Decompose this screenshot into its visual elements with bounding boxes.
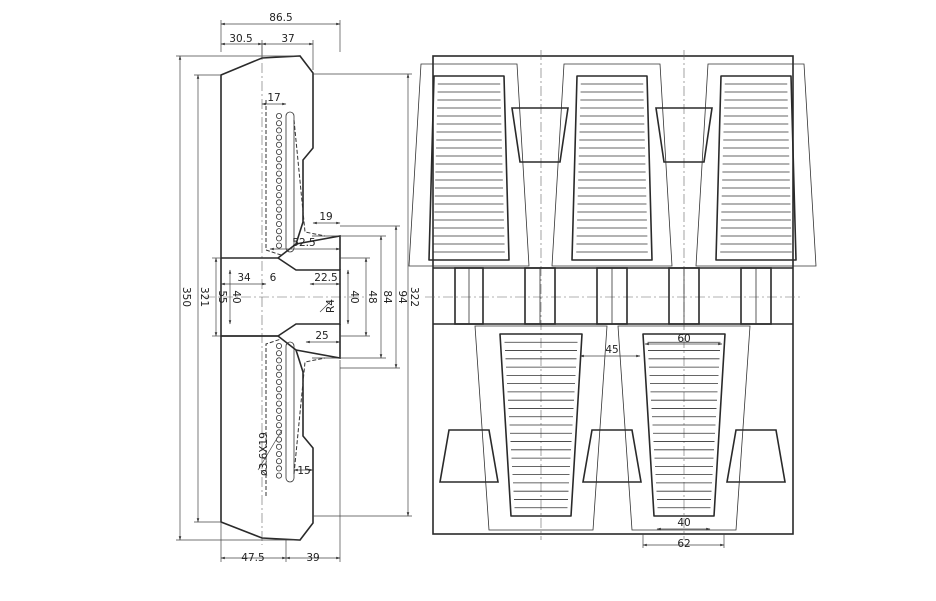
side-view: 86.5 30.5 37 17 19 52.5 34 6 22.5 R4 25 … xyxy=(176,12,420,564)
upper-lug xyxy=(715,75,797,261)
lower-lugs xyxy=(439,325,786,531)
steel-cord xyxy=(275,235,282,242)
steel-cord xyxy=(275,458,282,465)
steel-cord xyxy=(275,220,282,227)
steel-cord xyxy=(275,443,282,450)
steel-cord xyxy=(275,156,282,163)
plan-outline xyxy=(432,55,794,535)
steel-cord xyxy=(275,350,282,357)
dim-height-40-left: 40 xyxy=(230,290,242,303)
steel-cord xyxy=(275,414,282,421)
steel-cord xyxy=(275,170,282,177)
steel-cord xyxy=(275,393,282,400)
steel-cord xyxy=(275,141,282,148)
dim-height-322: 322 xyxy=(408,287,420,307)
dim-height-350: 350 xyxy=(180,287,192,307)
steel-cord xyxy=(275,113,282,120)
steel-cord xyxy=(275,127,282,134)
steel-cord xyxy=(275,378,282,385)
dim-guide-small: 6 xyxy=(270,272,277,284)
dim-height-55: 55 xyxy=(216,290,228,303)
steel-cord xyxy=(275,148,282,155)
dim-height-84: 84 xyxy=(381,290,393,304)
steel-cord xyxy=(275,192,282,199)
steel-cord xyxy=(275,407,282,414)
steel-cord xyxy=(275,472,282,479)
dim-guide-left: 34 xyxy=(237,272,251,284)
dim-guide-mid: 22.5 xyxy=(314,272,337,284)
dim-left-segment: 30.5 xyxy=(229,33,252,45)
lower-lug-frame xyxy=(474,325,608,531)
lower-lug xyxy=(499,333,583,517)
dim-bottom-right: 39 xyxy=(306,552,319,564)
dim-plan-40: 40 xyxy=(677,517,690,529)
dim-lug-height: 19 xyxy=(319,211,332,223)
steel-cord xyxy=(275,206,282,213)
steel-cord xyxy=(275,134,282,141)
dim-height-94: 94 xyxy=(396,290,408,304)
steel-cord xyxy=(275,386,282,393)
upper-lug xyxy=(428,75,510,261)
dim-bottom-offset: 15 xyxy=(297,465,310,477)
dim-plan-45: 45 xyxy=(605,344,618,356)
upper-lug-frame xyxy=(551,63,673,267)
dim-plan-60: 60 xyxy=(677,333,690,345)
steel-cord xyxy=(275,371,282,378)
dim-right-segment: 37 xyxy=(281,33,294,45)
steel-cord xyxy=(275,400,282,407)
upper-lugs xyxy=(408,63,817,267)
steel-cords xyxy=(275,113,282,479)
steel-cord xyxy=(275,342,282,349)
dim-height-321: 321 xyxy=(198,287,210,307)
dim-overall-width: 86.5 xyxy=(269,12,292,24)
steel-cord xyxy=(275,177,282,184)
dim-height-40-right: 40 xyxy=(348,290,360,303)
dim-bottom-left: 47.5 xyxy=(241,552,264,564)
upper-lug-frame xyxy=(408,63,530,267)
dim-height-48: 48 xyxy=(366,290,378,303)
lower-lug xyxy=(642,333,726,517)
upper-lug xyxy=(571,75,653,261)
lower-lug-frame xyxy=(617,325,751,531)
steel-cord xyxy=(275,465,282,472)
dim-radius: R4 xyxy=(325,299,337,313)
upper-lug-frame xyxy=(695,63,817,267)
lower-wedge-block xyxy=(582,429,642,483)
steel-cord xyxy=(275,242,282,249)
guide-blocks xyxy=(454,267,772,325)
lower-wedge-block xyxy=(439,429,499,483)
steel-cord xyxy=(275,450,282,457)
upper-wedge-block xyxy=(511,107,569,163)
dim-guide-bottom: 25 xyxy=(315,330,328,342)
steel-cord xyxy=(275,422,282,429)
guide-link-outline xyxy=(220,257,341,337)
steel-cord xyxy=(275,199,282,206)
dim-guide-top: 52.5 xyxy=(292,237,315,249)
lower-wedge-block xyxy=(726,429,786,483)
steel-cord xyxy=(275,120,282,127)
steel-cord xyxy=(275,163,282,170)
steel-cord xyxy=(275,364,282,371)
steel-cord xyxy=(275,357,282,364)
upper-wedge-block xyxy=(655,107,713,163)
steel-cord xyxy=(275,213,282,220)
cable-spec: ø3.6X19 xyxy=(258,432,270,476)
upper-pad-outline xyxy=(220,55,314,259)
steel-cord xyxy=(275,184,282,191)
dim-plan-62: 62 xyxy=(677,538,690,550)
steel-cord xyxy=(275,228,282,235)
dim-inner-offset: 17 xyxy=(267,92,280,104)
plan-view: 60 45 40 62 xyxy=(408,50,817,550)
